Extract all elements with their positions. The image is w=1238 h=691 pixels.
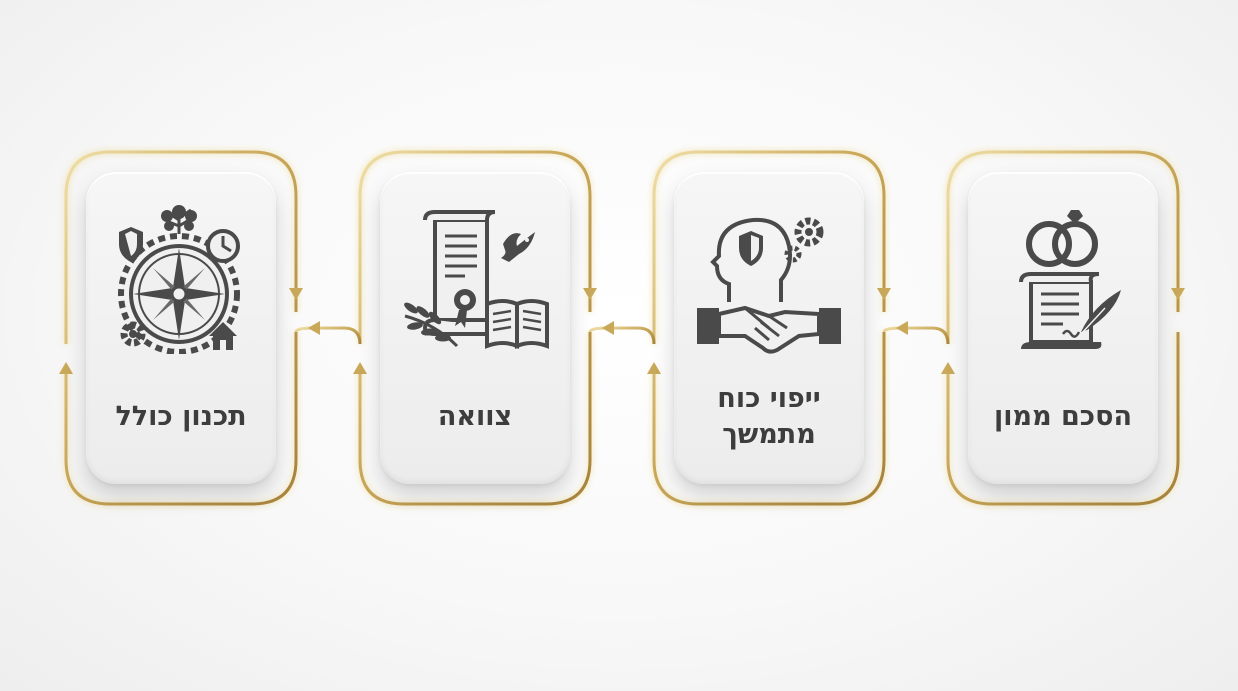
arrow-up <box>647 362 661 374</box>
frame-comprehensive-planning <box>59 149 303 507</box>
step-label: הסכם ממון <box>994 401 1133 432</box>
connector-line <box>882 326 950 345</box>
compass-gears-tree-icon <box>118 205 240 354</box>
step-card-lasting-power-of-attorney: ייפוי כוח מתמשך <box>674 172 864 484</box>
step-label: ייפוי כוח מתמשך <box>717 383 821 450</box>
arrow-left <box>602 321 614 335</box>
arrow-down <box>289 288 303 300</box>
frame-line <box>652 150 886 506</box>
arrow-left <box>896 321 908 335</box>
step-card-will: צוואה <box>380 172 570 484</box>
frame-line <box>946 150 1180 506</box>
arrow-up <box>59 362 73 374</box>
frame-prenuptial-agreement <box>941 149 1185 507</box>
frame-will <box>353 149 597 507</box>
frame-lasting-power-of-attorney <box>647 149 891 507</box>
frame-line <box>358 150 592 506</box>
step-card-comprehensive-planning: תכנון כולל <box>86 172 276 484</box>
frame-line <box>64 150 298 506</box>
arrow-left <box>308 321 320 335</box>
step-label: צוואה <box>437 401 513 432</box>
mind-handshake-icon <box>697 217 841 354</box>
rings-contract-icon <box>1019 210 1121 349</box>
arrow-up <box>353 362 367 374</box>
step-card-prenuptial-agreement: הסכם ממון <box>968 172 1158 484</box>
will-scroll-book-dove-icon <box>404 210 549 350</box>
arrow-up <box>941 362 955 374</box>
step-label: תכנון כולל <box>115 401 247 432</box>
arrow-down <box>1171 288 1185 300</box>
arrow-down <box>583 288 597 300</box>
connector-line <box>588 326 656 345</box>
connector-line <box>294 326 362 345</box>
arrow-down <box>877 288 891 300</box>
